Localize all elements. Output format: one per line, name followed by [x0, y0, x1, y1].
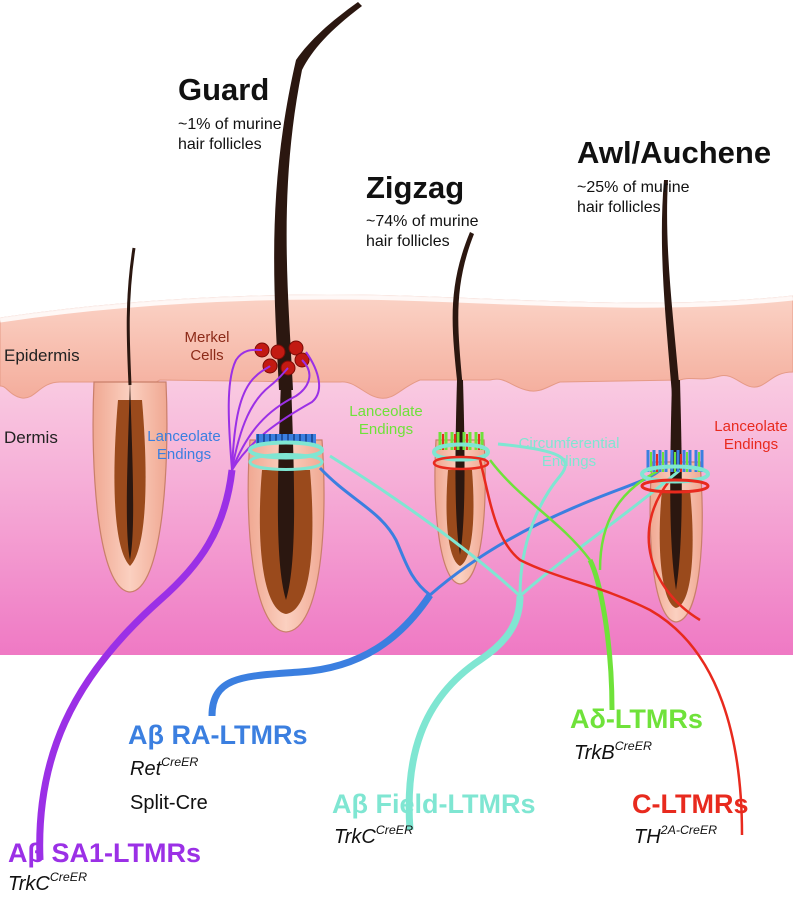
skin-surface: [0, 294, 793, 323]
c-ltmr-title: C-LTMRs: [632, 789, 749, 819]
zigzag-endings: [431, 432, 491, 471]
guard-title: Guard: [178, 72, 270, 107]
epidermis-label: Epidermis: [4, 346, 80, 365]
field-ltmr-title: Aβ Field-LTMRs: [332, 789, 536, 819]
c-ltmr-gene: TH2A-CreER: [634, 823, 718, 848]
sa1-ltmr-title: Aβ SA1-LTMRs: [8, 838, 201, 868]
field-ltmr-gene: TrkCCreER: [334, 823, 414, 848]
guard-lanceolate-endings: [247, 434, 325, 471]
delta-ltmr-title: Aδ-LTMRs: [570, 704, 703, 734]
small-follicle-left: [92, 247, 168, 593]
ra-ltmr-extra: Split-Cre: [130, 792, 208, 814]
ra-ltmr-title: Aβ RA-LTMRs: [128, 720, 308, 750]
awl-follicle: [649, 180, 703, 623]
delta-ltmr-gene: TrkBCreER: [574, 739, 652, 764]
lanceolate-label-green: Lanceolate Endings: [349, 403, 423, 438]
sa1-ltmr-gene: TrkCCreER: [8, 870, 88, 895]
lanceolate-label-red: Lanceolate Endings: [714, 418, 788, 453]
c-fiber: [478, 459, 744, 836]
awl-percent: ~25% of murine hair follicles: [577, 179, 690, 216]
awl-title: Awl/Auchene: [577, 135, 772, 170]
merkel-cells-label: Merkel Cells: [184, 329, 230, 364]
merkel-cell: [270, 344, 286, 360]
zigzag-title: Zigzag: [366, 170, 465, 205]
lanceolate-label-blue: Lanceolate Endings: [147, 428, 221, 463]
guard-percent: ~1% of murine hair follicles: [178, 116, 282, 153]
dermis-label: Dermis: [4, 428, 58, 447]
merkel-cell: [288, 340, 304, 356]
zigzag-percent: ~74% of murine hair follicles: [366, 213, 479, 250]
awl-endings: [639, 450, 711, 494]
sa1-fiber: [36, 348, 321, 861]
ra-ltmr-gene: RetCreER: [130, 755, 199, 780]
field-fiber: [329, 442, 681, 831]
circumferential-label: Circumferential Endings: [518, 435, 620, 470]
